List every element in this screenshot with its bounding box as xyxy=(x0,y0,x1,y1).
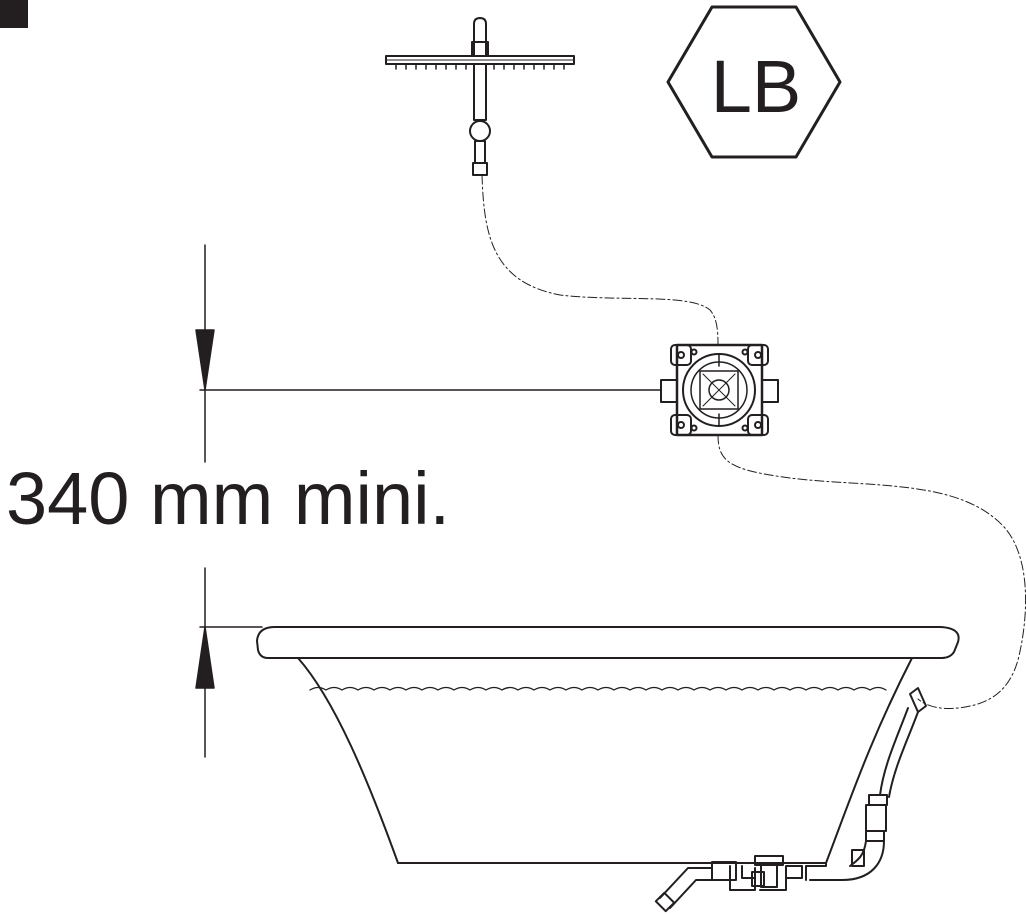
water-feed-lines xyxy=(481,174,1026,709)
thermostatic-valve-body-icon xyxy=(660,343,779,437)
dimension-label: 340 mm mini. xyxy=(6,457,451,540)
hand-shower-hose-icon xyxy=(809,687,927,881)
bath-waste-trap-icon xyxy=(654,855,827,913)
hexagon-icon xyxy=(666,5,842,159)
badge-label: LB xyxy=(711,45,802,128)
arrow-up-icon xyxy=(195,626,215,689)
lb-badge: LB xyxy=(666,5,842,159)
freestanding-bathtub-icon xyxy=(256,626,960,864)
arrow-down-icon xyxy=(195,329,215,391)
water-level-line xyxy=(309,686,887,691)
dimension-line xyxy=(195,244,215,758)
rain-shower-head-icon xyxy=(385,17,575,176)
corner-marker xyxy=(0,0,28,28)
